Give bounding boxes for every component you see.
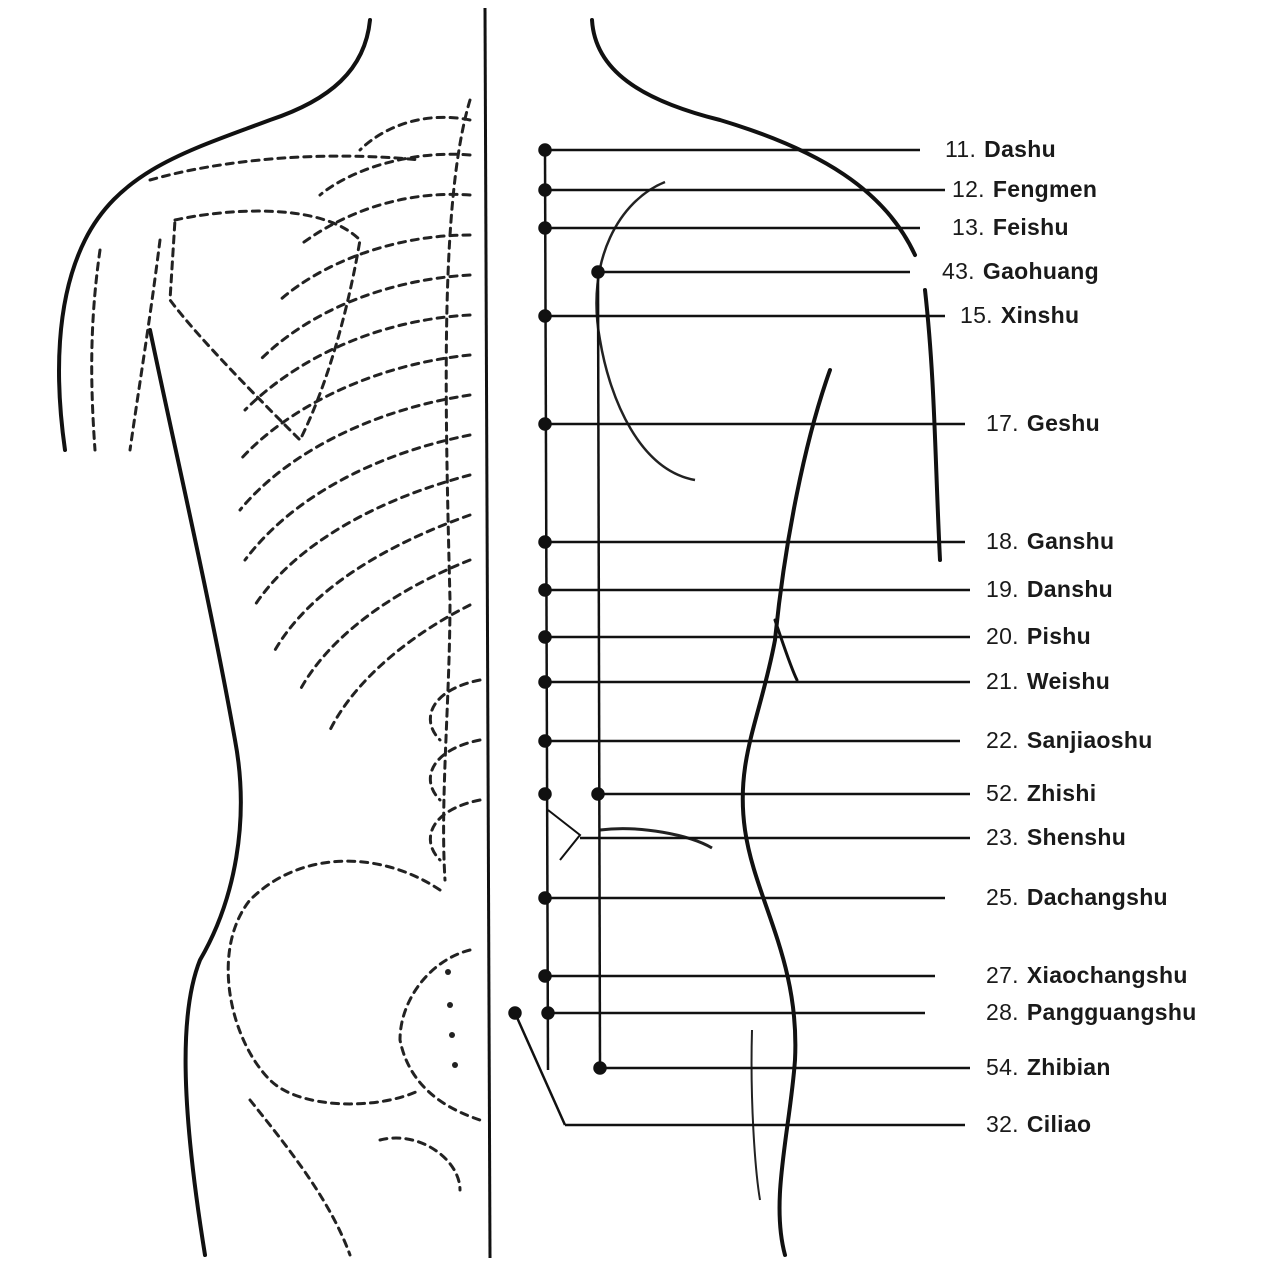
acupoint-number: 12. [952,176,985,202]
acupoint-dot-feishu [538,221,552,235]
acupoint-dot-zhishi-inner [538,787,552,801]
acupoint-number: 15. [960,302,993,328]
left-neck-shoulder-outline [57,18,372,452]
acupoint-dot-weishu [538,675,552,689]
acupoint-number: 11. [945,136,977,162]
left-torso-outline [148,328,243,1257]
acupoint-name: Dachangshu [1026,884,1168,910]
acupoint-dot-gaohuang [591,265,605,279]
acupoint-name: Shenshu [1026,824,1127,850]
acupoint-label: 43. Gaohuang [942,258,1099,284]
acupoint-dot-dachangshu [538,891,552,905]
acupoint-name: Pishu [1026,623,1091,649]
pelvis-dashed [226,859,442,1106]
acupoint-number: 20. [986,623,1019,649]
acupoint-label: 20. Pishu [986,623,1091,649]
humerus-dashed [90,248,102,452]
acupoint-dot-fengmen [538,183,552,197]
acupoint-label: 54. Zhibian [986,1054,1111,1080]
femur-dashed [248,1098,352,1257]
acupoint-dot-pangguangshu [541,1006,555,1020]
acupoint-number: 13. [952,214,985,240]
acupoint-dot-pishu [538,630,552,644]
acupoint-number: 27. [986,962,1019,988]
acupoint-number: 22. [986,727,1019,753]
acupoint-label: 25. Dachangshu [986,884,1168,910]
acupoint-name: Feishu [992,214,1069,240]
right-gluteal-line [750,1029,761,1201]
acupoint-name: Zhishi [1026,780,1097,806]
acupoint-name: Sanjiaoshu [1026,727,1153,753]
acupoint-number: 23. [986,824,1019,850]
acupoint-dot-zhibian [593,1061,607,1075]
acupoint-dot-sanjiaoshu [538,734,552,748]
acupoint-number: 18. [986,528,1019,554]
acupoint-label: 27. Xiaochangshu [986,962,1188,988]
acupoint-name: Weishu [1026,668,1111,694]
acupoint-name: Zhibian [1026,1054,1111,1080]
acupoint-name: Ganshu [1026,528,1115,554]
acupoint-name: Xinshu [1000,302,1080,328]
acupoint-label: 21. Weishu [986,668,1110,694]
acupoint-dot-geshu [538,417,552,431]
acupoint-label: 11. Dashu [945,136,1056,162]
acupoint-number: 17. [986,410,1019,436]
acupoint-dot-ciliao [508,1006,522,1020]
right-scapula-curve [595,180,696,482]
acupoint-dot-xinshu [538,309,552,323]
acupoint-label: 32. Ciliao [986,1111,1091,1137]
acupoint-name: Geshu [1026,410,1100,436]
acupoint-number: 28. [986,999,1019,1025]
acupoint-label: 19. Danshu [986,576,1113,602]
acupoint-dot-danshu [538,583,552,597]
spine-midline [483,7,492,1259]
acupoint-number: 25. [986,884,1019,910]
acupoint-number: 21. [986,668,1019,694]
scapula-tip-outline [773,618,799,682]
right-arm-outline [923,288,942,562]
acupoint-name: Fengmen [992,176,1098,202]
right-torso-outline [740,368,832,1257]
acupoint-label: 15. Xinshu [960,302,1079,328]
acupoint-name: Xiaochangshu [1026,962,1188,988]
acupoint-dot-ganshu [538,535,552,549]
acupoint-dot-dashu [538,143,552,157]
acupoint-label: 28. Pangguangshu [986,999,1197,1025]
acupoint-number: 43. [942,258,975,284]
right-iliac-crest [599,827,713,850]
scapula-dashed [168,209,362,443]
acupoint-name: Pangguangshu [1026,999,1197,1025]
acupoint-label: 12. Fengmen [952,176,1097,202]
acupoint-name: Ciliao [1026,1111,1092,1137]
acupoint-label: 22. Sanjiaoshu [986,727,1153,753]
acupoint-dot-xiaochangshu [538,969,552,983]
acupoint-dot-zhishi [591,787,605,801]
acupoint-name: Dashu [984,136,1056,162]
acupoint-label: 13. Feishu [952,214,1069,240]
acupoint-label: 17. Geshu [986,410,1100,436]
acupoint-label: 18. Ganshu [986,528,1114,554]
acupoint-label: 23. Shenshu [986,824,1126,850]
acupoint-label: 52. Zhishi [986,780,1096,806]
acupoint-number: 52. [986,780,1019,806]
acupoint-number: 19. [986,576,1019,602]
humerus-dashed-2 [128,238,162,452]
acupoint-name: Gaohuang [982,258,1099,284]
sacrum-dashed [398,948,482,1122]
acupoint-number: 54. [986,1054,1019,1080]
acupoint-name: Danshu [1026,576,1114,602]
right-neck-shoulder-outline [590,18,917,257]
clavicle-dashed [148,154,422,182]
acupoint-number: 32. [986,1111,1019,1137]
hip-dashed [378,1136,462,1192]
